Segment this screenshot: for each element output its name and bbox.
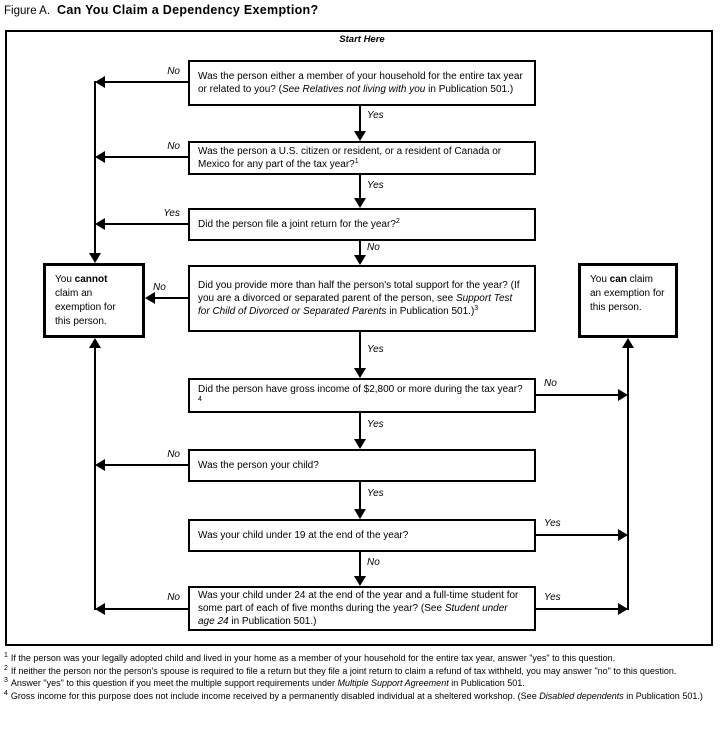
arrow-line-q3-yes: [105, 223, 188, 225]
arrow-line-q4-no: [155, 297, 188, 299]
outcome-box-can-claim: You can claim an exemption for this pers…: [578, 263, 678, 338]
question-text: Did you provide more than half the perso…: [198, 280, 520, 317]
question-box-citizen-resident: Was the person a U.S. citizen or residen…: [188, 141, 536, 175]
collector-line-right: [627, 348, 629, 610]
arrowhead-into-can-bottom: [622, 338, 634, 348]
question-text: Was your child under 24 at the end of th…: [198, 590, 519, 627]
arrowhead-q3-down: [354, 255, 366, 265]
question-text: Was the person your child?: [198, 460, 319, 471]
question-box-half-support: Did you provide more than half the perso…: [188, 265, 536, 332]
arrowhead-q6-down: [354, 509, 366, 519]
footnote-text: Gross income for this purpose does not i…: [10, 690, 703, 701]
arrow-line-q2-no: [105, 156, 188, 158]
arrowhead-q8-no: [95, 603, 105, 615]
question-text: Was the person a U.S. citizen or residen…: [198, 146, 502, 170]
collector-line-left-top: [94, 81, 96, 254]
footnote-text: If the person was your legally adopted c…: [10, 653, 616, 663]
branch-label-yes: Yes: [367, 344, 384, 355]
question-box-household-member: Was the person either a member of your h…: [188, 60, 536, 106]
arrow-line-q7-down: [359, 552, 361, 577]
arrowhead-q2-down: [354, 198, 366, 208]
question-text: Did the person file a joint return for t…: [198, 218, 400, 230]
arrowhead-q2-no: [95, 151, 105, 163]
arrowhead-into-cannot-bottom: [89, 338, 101, 348]
footnote-marker: 3: [4, 677, 8, 684]
arrowhead-q7-yes: [618, 529, 628, 541]
branch-label-no: No: [544, 378, 557, 389]
arrow-line-q8-yes: [536, 608, 618, 610]
figure-title: Figure A. Can You Claim a Dependency Exem…: [4, 1, 318, 19]
arrowhead-q4-down: [354, 368, 366, 378]
question-box-under-19: Was your child under 19 at the end of th…: [188, 519, 536, 552]
flowchart-frame: [5, 30, 713, 646]
outcome-box-cannot-claim: You cannot claim an exemption for this p…: [43, 263, 145, 338]
outcome-text: You can claim an exemption for this pers…: [590, 274, 665, 313]
question-text: Was the person either a member of your h…: [198, 71, 523, 95]
arrow-line-q8-no: [105, 608, 188, 610]
arrow-line-q6-no: [105, 464, 188, 466]
branch-label-yes: Yes: [367, 110, 384, 121]
footnote-marker: 2: [4, 664, 8, 672]
arrow-line-q4-down: [359, 332, 361, 369]
arrow-line-q2-down: [359, 175, 361, 199]
collector-line-left-bottom: [94, 348, 96, 610]
arrow-line-q5-no: [536, 394, 618, 396]
branch-label-no: No: [367, 242, 380, 253]
arrow-line-q1-no: [105, 81, 188, 83]
arrowhead-q1-no: [95, 76, 105, 88]
branch-label-yes: Yes: [367, 180, 384, 191]
arrow-line-q3-down: [359, 241, 361, 256]
arrow-line-q6-down: [359, 482, 361, 510]
branch-label-no: No: [167, 66, 180, 77]
arrowhead-q3-yes: [95, 218, 105, 230]
branch-label-yes: Yes: [544, 592, 561, 603]
footnote-text: Answer "yes" to this question if you mee…: [10, 678, 525, 688]
question-box-joint-return: Did the person file a joint return for t…: [188, 208, 536, 241]
arrowhead-q7-down: [354, 576, 366, 586]
arrowhead-q6-no: [95, 459, 105, 471]
arrowhead-q1-down: [354, 131, 366, 141]
footnote-marker: 4: [4, 689, 8, 697]
figure-title-text: Can You Claim a Dependency Exemption?: [57, 3, 319, 17]
branch-label-no: No: [167, 449, 180, 460]
arrowhead-q8-yes: [618, 603, 628, 615]
arrowhead-into-cannot-top: [89, 253, 101, 263]
footnote-marker: 1: [4, 652, 8, 659]
outcome-text: You cannot claim an exemption for this p…: [55, 274, 116, 327]
branch-label-no: No: [167, 141, 180, 152]
arrow-line-q7-yes: [536, 534, 618, 536]
arrow-line-q1-down: [359, 106, 361, 132]
question-box-under-24-student: Was your child under 24 at the end of th…: [188, 586, 536, 631]
branch-label-no: No: [367, 557, 380, 568]
question-box-gross-income: Did the person have gross income of $2,8…: [188, 378, 536, 413]
arrowhead-q5-no: [618, 389, 628, 401]
branch-label-yes: Yes: [544, 518, 561, 529]
arrowhead-q4-no: [145, 292, 155, 304]
start-here-label: Start Here: [339, 34, 385, 45]
branch-label-no: No: [167, 592, 180, 603]
question-box-your-child: Was the person your child?: [188, 449, 536, 482]
figure-label: Figure A.: [4, 5, 51, 17]
branch-label-yes: Yes: [367, 419, 384, 430]
branch-label-no: No: [153, 282, 166, 293]
branch-label-yes: Yes: [367, 488, 384, 499]
footnote-text: If neither the person nor the person's s…: [10, 665, 677, 676]
question-text: Did the person have gross income of $2,8…: [198, 383, 523, 403]
branch-label-yes: Yes: [163, 208, 180, 219]
question-text: Was your child under 19 at the end of th…: [198, 530, 409, 541]
arrowhead-q5-down: [354, 439, 366, 449]
arrow-line-q5-down: [359, 413, 361, 440]
